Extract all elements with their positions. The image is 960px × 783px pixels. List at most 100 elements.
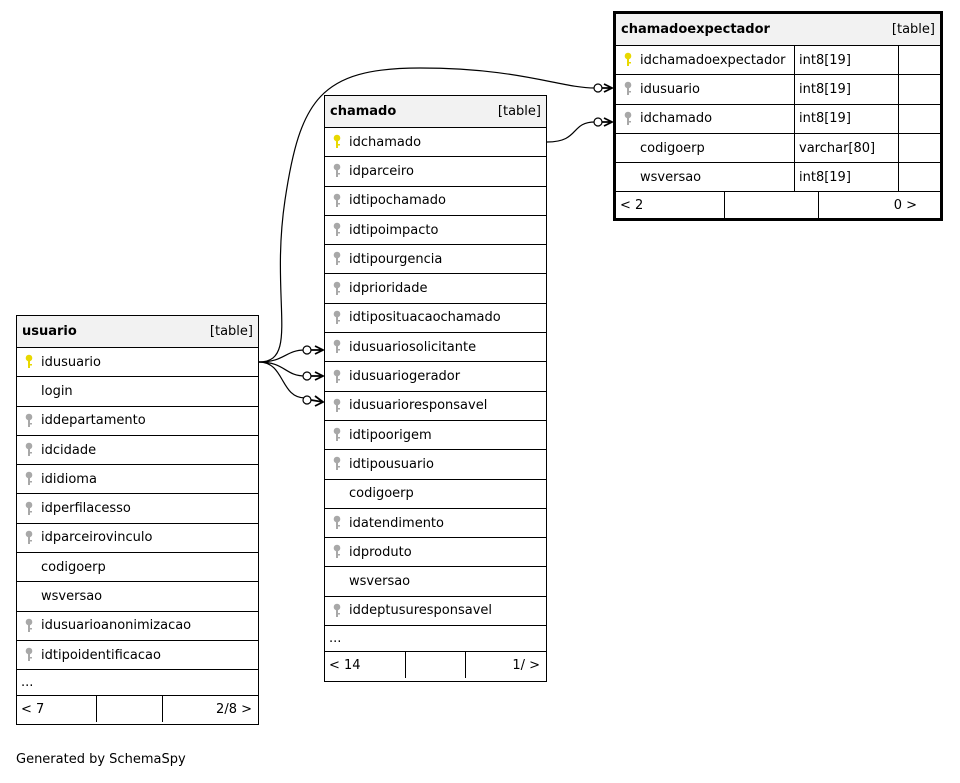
foreign-key-icon xyxy=(325,339,349,355)
column-row[interactable]: idtipoimpacto xyxy=(325,216,546,246)
zero-many-marker xyxy=(593,83,603,93)
column-row[interactable]: idtiposituacaochamado xyxy=(325,304,546,334)
foreign-key-icon xyxy=(325,193,349,209)
column-row[interactable]: idprioridade xyxy=(325,274,546,304)
footer-middle xyxy=(406,652,466,679)
column-row[interactable]: login xyxy=(17,377,258,407)
column-name: idchamadoexpectador xyxy=(640,52,786,68)
generated-by-credit: Generated by SchemaSpy xyxy=(16,752,186,767)
column-name: idtipoimpacto xyxy=(349,222,439,238)
column-name: iddepartamento xyxy=(41,413,146,429)
foreign-key-icon xyxy=(325,281,349,297)
column-name: idperfilacesso xyxy=(41,501,131,517)
children-count: 1/ > xyxy=(512,657,540,673)
column-row[interactable]: idtipousuario xyxy=(325,450,546,480)
column-name: idproduto xyxy=(349,544,412,560)
column-name: iddeptusuresponsavel xyxy=(349,603,493,619)
column-name: idtiposituacaochamado xyxy=(349,310,501,326)
column-row[interactable]: wsversao xyxy=(17,582,258,612)
column-row[interactable]: idusuariogerador xyxy=(325,362,546,392)
column-name: wsversao xyxy=(41,589,103,605)
column-row[interactable]: idusuario int8[19] xyxy=(616,75,940,105)
column-row[interactable]: idusuariosolicitante xyxy=(325,333,546,363)
foreign-key-icon xyxy=(17,471,41,487)
column-name: ididioma xyxy=(41,471,97,487)
column-row[interactable]: idperfilacesso xyxy=(17,494,258,524)
column-row[interactable]: wsversao xyxy=(325,567,546,597)
column-row[interactable]: idparceirovinculo xyxy=(17,524,258,554)
zero-many-marker xyxy=(302,371,312,381)
column-name-cell: idusuario xyxy=(616,75,795,104)
column-name-cell: idchamadoexpectador xyxy=(616,46,795,75)
fk-edge-chamado-chamadoexpectador xyxy=(546,121,596,143)
primary-key-icon xyxy=(325,134,349,150)
column-name: idtipourgencia xyxy=(349,251,443,267)
column-row[interactable]: idtipoidentificacao xyxy=(17,641,258,671)
column-name: login xyxy=(41,383,73,399)
children-count: 0 > xyxy=(893,197,917,213)
foreign-key-icon xyxy=(325,163,349,179)
foreign-key-icon xyxy=(325,222,349,238)
foreign-key-icon xyxy=(17,647,41,663)
column-name: idusuario xyxy=(41,354,101,370)
zero-many-marker xyxy=(593,117,603,127)
foreign-key-icon xyxy=(17,618,41,634)
column-row[interactable]: iddepartamento xyxy=(17,407,258,436)
column-name: codigoerp xyxy=(349,486,414,502)
foreign-key-icon xyxy=(325,369,349,385)
column-type: int8[19] xyxy=(795,75,899,104)
column-type: varchar[80] xyxy=(795,133,899,163)
footer-middle xyxy=(725,192,819,219)
foreign-key-icon xyxy=(325,398,349,414)
column-name: idtipousuario xyxy=(349,456,434,472)
column-row[interactable]: idtipourgencia xyxy=(325,245,546,275)
parents-count: < 14 xyxy=(325,652,406,679)
column-row[interactable]: codigoerp varchar[80] xyxy=(616,133,940,164)
column-row[interactable]: idproduto xyxy=(325,538,546,568)
foreign-key-icon xyxy=(616,111,640,127)
column-row[interactable]: idusuarioanonimizacao xyxy=(17,612,258,641)
column-name: idusuariogerador xyxy=(349,369,461,385)
column-row[interactable]: ididioma xyxy=(17,465,258,495)
column-name-cell: idchamado xyxy=(616,104,795,133)
column-row[interactable]: idatendimento xyxy=(325,509,546,539)
column-name: idusuario xyxy=(640,81,700,97)
column-name: idatendimento xyxy=(349,515,444,531)
column-name: wsversao xyxy=(349,574,411,590)
column-name: idchamado xyxy=(640,111,713,127)
column-name: idusuariosolicitante xyxy=(349,339,477,355)
column-row[interactable]: idtipochamado xyxy=(325,187,546,216)
table-name: usuario xyxy=(22,324,77,339)
column-row[interactable]: codigoerp xyxy=(325,480,546,509)
foreign-key-icon xyxy=(17,413,41,429)
column-name: idtipoorigem xyxy=(349,427,432,443)
column-row[interactable]: idchamado xyxy=(325,128,546,158)
foreign-key-icon xyxy=(325,427,349,443)
column-row[interactable]: idtipoorigem xyxy=(325,421,546,451)
column-row[interactable]: codigoerp xyxy=(17,553,258,583)
more-columns: ... xyxy=(17,670,258,697)
column-name: wsversao xyxy=(640,169,702,185)
table-header: chamadoexpectador [table] xyxy=(616,14,940,46)
column-row[interactable]: idparceiro xyxy=(325,157,546,187)
column-name: idtipoidentificacao xyxy=(41,647,161,663)
zero-many-marker xyxy=(302,395,312,405)
children-count: 2/8 > xyxy=(216,701,252,717)
table-chamadoexpectador[interactable]: chamadoexpectador [table] idchamadoexpec… xyxy=(613,11,943,221)
fk-edge-usuario-gerador xyxy=(258,361,306,377)
column-row[interactable]: idcidade xyxy=(17,436,258,466)
column-row[interactable]: idusuario xyxy=(17,348,258,378)
footer-middle xyxy=(97,696,163,723)
foreign-key-icon xyxy=(325,310,349,326)
column-name: codigoerp xyxy=(640,140,705,156)
column-row[interactable]: idusuarioresponsavel xyxy=(325,392,546,421)
column-name: idusuarioanonimizacao xyxy=(41,618,192,634)
primary-key-icon xyxy=(17,354,41,370)
parents-count: < 2 xyxy=(616,192,725,219)
column-row[interactable]: iddeptusuresponsavel xyxy=(325,597,546,627)
